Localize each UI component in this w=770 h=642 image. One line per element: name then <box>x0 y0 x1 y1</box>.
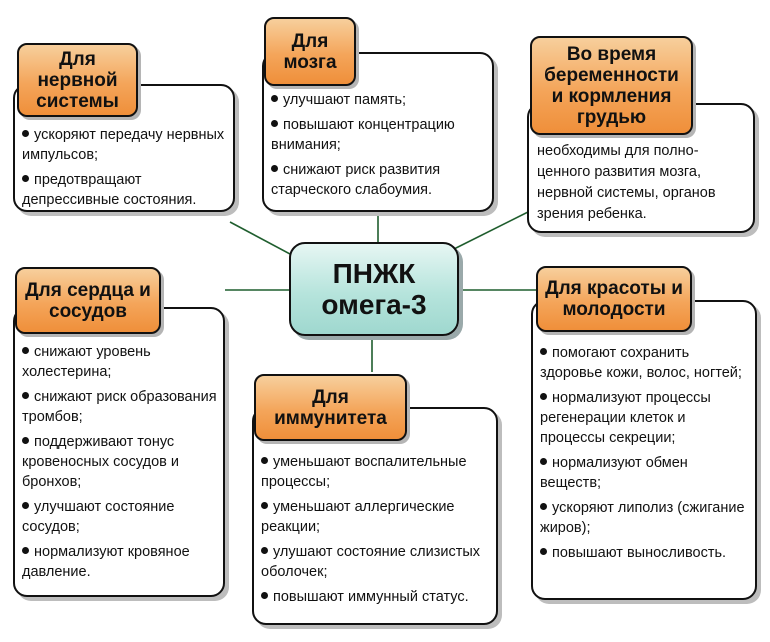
list-item: повышают иммунный статус. <box>261 587 493 607</box>
beauty-header: Для красоты и молодости <box>536 266 692 332</box>
list-item: предотвращают депрессивные состояния. <box>22 172 197 208</box>
list-item: уменьшают аллергические реакции; <box>261 499 455 535</box>
list-item: улучшают память; <box>271 90 489 110</box>
pregnancy-title: Во время беременности и кормления грудью <box>544 43 679 128</box>
nervous-system-title: Для нервной системы <box>36 48 119 112</box>
bullet-icon <box>261 457 268 464</box>
bullet-icon <box>261 547 268 554</box>
pregnancy-header: Во время беременности и кормления грудью <box>530 36 693 135</box>
heart-header: Для сердца и сосудов <box>15 267 161 334</box>
bullet-icon <box>22 502 29 509</box>
bullet-icon <box>271 95 278 102</box>
brain-list: улучшают память; повышают концентрацию в… <box>271 90 489 205</box>
list-item: повышают выносливость. <box>540 543 752 563</box>
list-item: ускоряют передачу нервных импульсов; <box>22 127 225 163</box>
beauty-title: Для красоты и молодости <box>545 278 683 320</box>
bullet-icon <box>261 502 268 509</box>
beauty-box <box>531 300 757 600</box>
brain-title: Для мозга <box>283 30 337 73</box>
pregnancy-text: необходимы для полно-ценного развития мо… <box>537 143 716 222</box>
nervous-system-header: Для нервной системы <box>17 43 138 117</box>
list-item: нормализуют процессы регенерации клеток … <box>540 390 711 446</box>
list-item: повышают концентрацию внимания; <box>271 117 455 153</box>
center-node: ПНЖК омега-3 <box>289 242 459 336</box>
list-item: ускоряют липолиз (сжигание жиров); <box>540 500 745 536</box>
bullet-icon <box>22 347 29 354</box>
heart-list: снижают уровень холестерина; снижают рис… <box>22 342 220 587</box>
bullet-icon <box>271 165 278 172</box>
center-title-line2: омега-3 <box>321 289 427 320</box>
list-item: снижают риск развития старческого слабоу… <box>271 162 441 198</box>
bullet-icon <box>22 437 29 444</box>
bullet-icon <box>540 348 547 355</box>
brain-box <box>262 52 494 212</box>
list-item: поддерживают тонус кровеносных сосудов и… <box>22 434 179 490</box>
bullet-icon <box>540 503 547 510</box>
heart-box <box>13 307 225 597</box>
list-item: помогают сохранить здоровье кожи, волос,… <box>540 345 742 381</box>
immunity-box <box>252 407 498 625</box>
immunity-header: Для иммунитета <box>254 374 407 441</box>
bullet-icon <box>540 458 547 465</box>
center-title-line1: ПНЖК <box>332 258 416 289</box>
beauty-list: помогают сохранить здоровье кожи, волос,… <box>540 343 752 568</box>
list-item: улушают состояние слизистых оболочек; <box>261 544 481 580</box>
bullet-icon <box>271 120 278 127</box>
bullet-icon <box>540 393 547 400</box>
list-item: уменьшают воспалительные процессы; <box>261 454 467 490</box>
bullet-icon <box>22 175 29 182</box>
brain-header: Для мозга <box>264 17 356 86</box>
connector-pregnancy <box>451 209 533 251</box>
bullet-icon <box>22 130 29 137</box>
heart-title: Для сердца и сосудов <box>25 279 151 322</box>
bullet-icon <box>22 392 29 399</box>
nervous-system-list: ускоряют передачу нервных импульсов; пре… <box>22 125 227 215</box>
bullet-icon <box>22 547 29 554</box>
immunity-list: уменьшают воспалительные процессы; умень… <box>261 452 493 612</box>
list-item: улучшают состояние сосудов; <box>22 499 175 535</box>
bullet-icon <box>261 592 268 599</box>
list-item: нормализуют обмен веществ; <box>540 455 688 491</box>
list-item: снижают риск образования тромбов; <box>22 389 217 425</box>
bullet-icon <box>540 548 547 555</box>
list-item: снижают уровень холестерина; <box>22 344 151 380</box>
list-item: нормализуют кровяное давление. <box>22 544 190 580</box>
immunity-title: Для иммунитета <box>274 386 387 429</box>
